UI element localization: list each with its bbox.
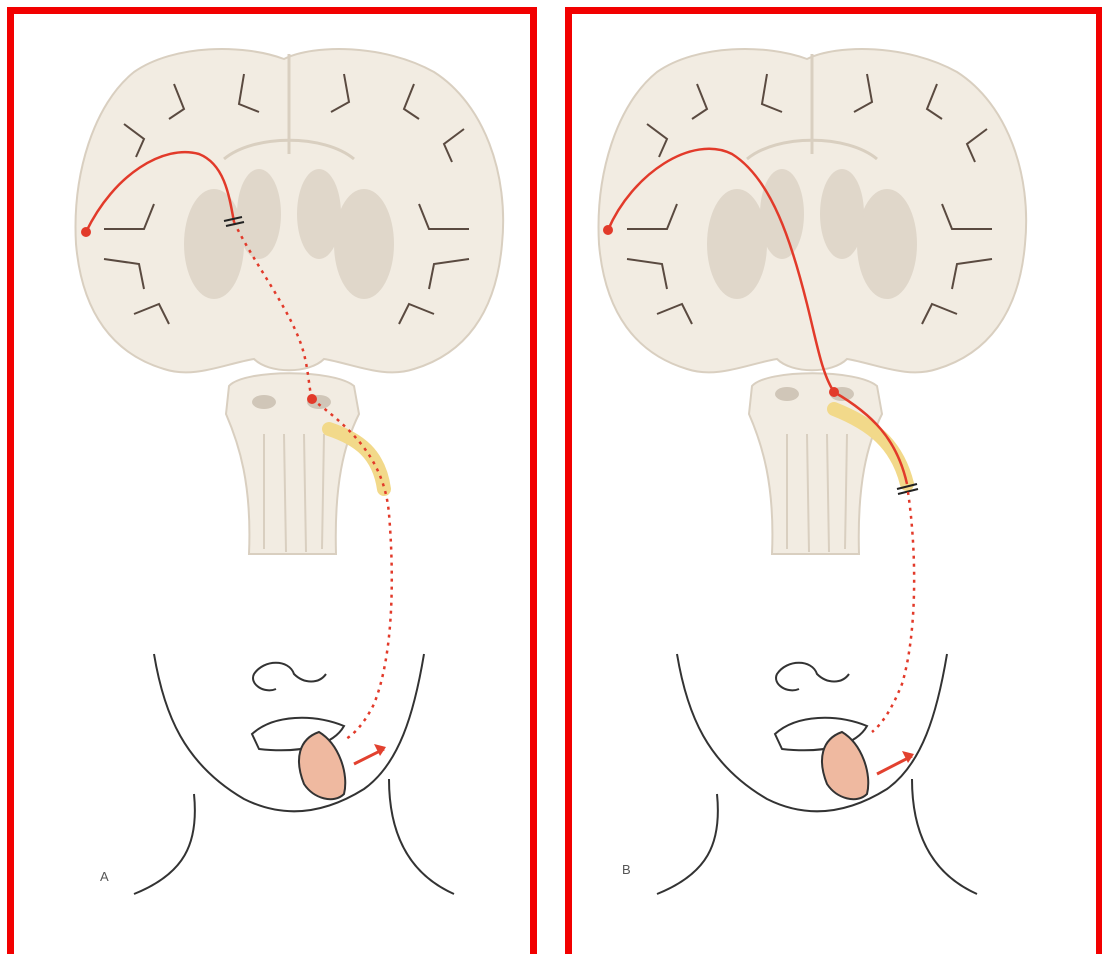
figure-a (14, 14, 537, 954)
face-outline (134, 654, 454, 894)
tongue (822, 732, 868, 799)
brain-coronal-section (76, 49, 504, 372)
panel-label-b: B (622, 862, 631, 877)
panel-a: A (7, 7, 537, 954)
figure-b (572, 14, 1102, 954)
panel-label-a: A (100, 869, 109, 884)
brainstem (749, 373, 882, 554)
tongue (299, 732, 345, 799)
face-outline (657, 654, 977, 894)
brainstem (226, 373, 359, 554)
panel-b: B (565, 7, 1102, 954)
